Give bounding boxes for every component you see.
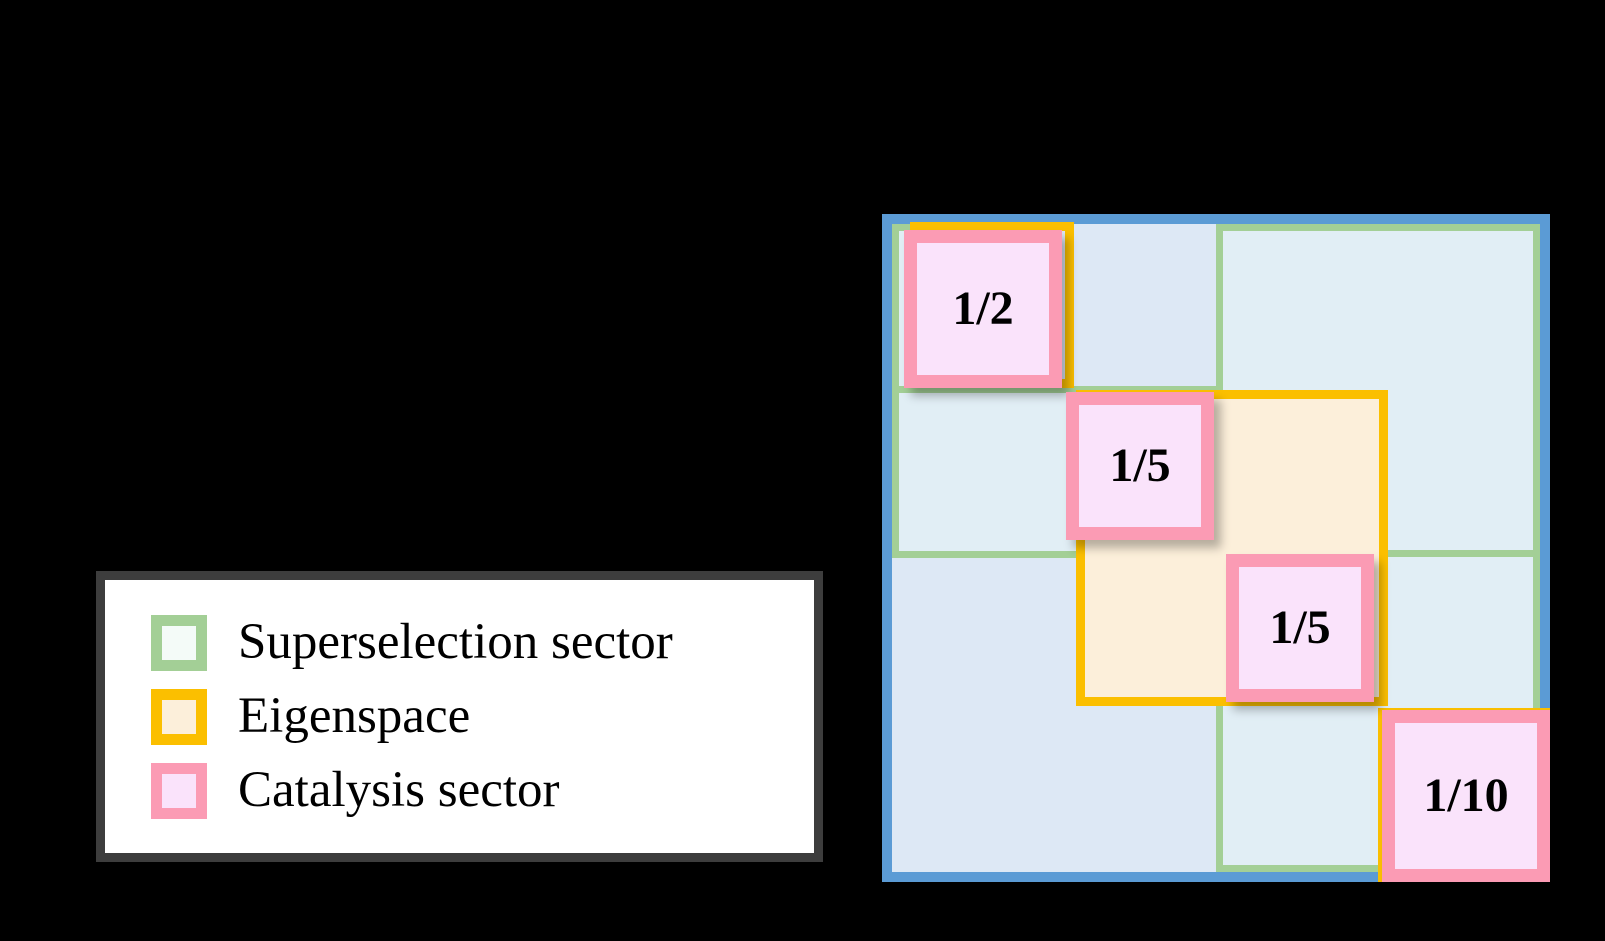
catalysis-weight-label: 1/5: [1269, 601, 1331, 654]
legend-item-eigenspace[interactable]: Eigenspace: [151, 680, 814, 754]
legend-item-superselection-sector[interactable]: Superselection sector: [151, 606, 814, 680]
catalysis-swatch-icon: [151, 762, 207, 819]
legend-item-label: Superselection sector: [238, 614, 673, 670]
legend-item-catalysis-sector[interactable]: Catalysis sector: [151, 754, 814, 828]
catalysis-weight-label: 1/10: [1423, 769, 1509, 822]
catalysis-weight-label: 1/2: [952, 282, 1014, 335]
catalysis-sector-block: 1/5: [1066, 392, 1214, 540]
eigenspace-swatch-icon: [151, 688, 207, 745]
legend-item-label: Eigenspace: [238, 688, 471, 744]
catalysis-sector-block: 1/10: [1382, 710, 1550, 882]
catalysis-sector-block: 1/2: [904, 230, 1062, 388]
legend-panel: Superselection sector Eigenspace Catalys…: [96, 571, 823, 862]
catalysis-weight-label: 1/5: [1109, 439, 1171, 492]
catalysis-sector-block: 1/5: [1226, 554, 1374, 702]
legend-item-label: Catalysis sector: [238, 762, 560, 818]
legend-rows: Superselection sector Eigenspace Catalys…: [105, 580, 814, 853]
block-matrix-diagram: 1/2 1/5 1/5 1/10: [882, 214, 1550, 882]
superselection-swatch-icon: [151, 614, 207, 671]
